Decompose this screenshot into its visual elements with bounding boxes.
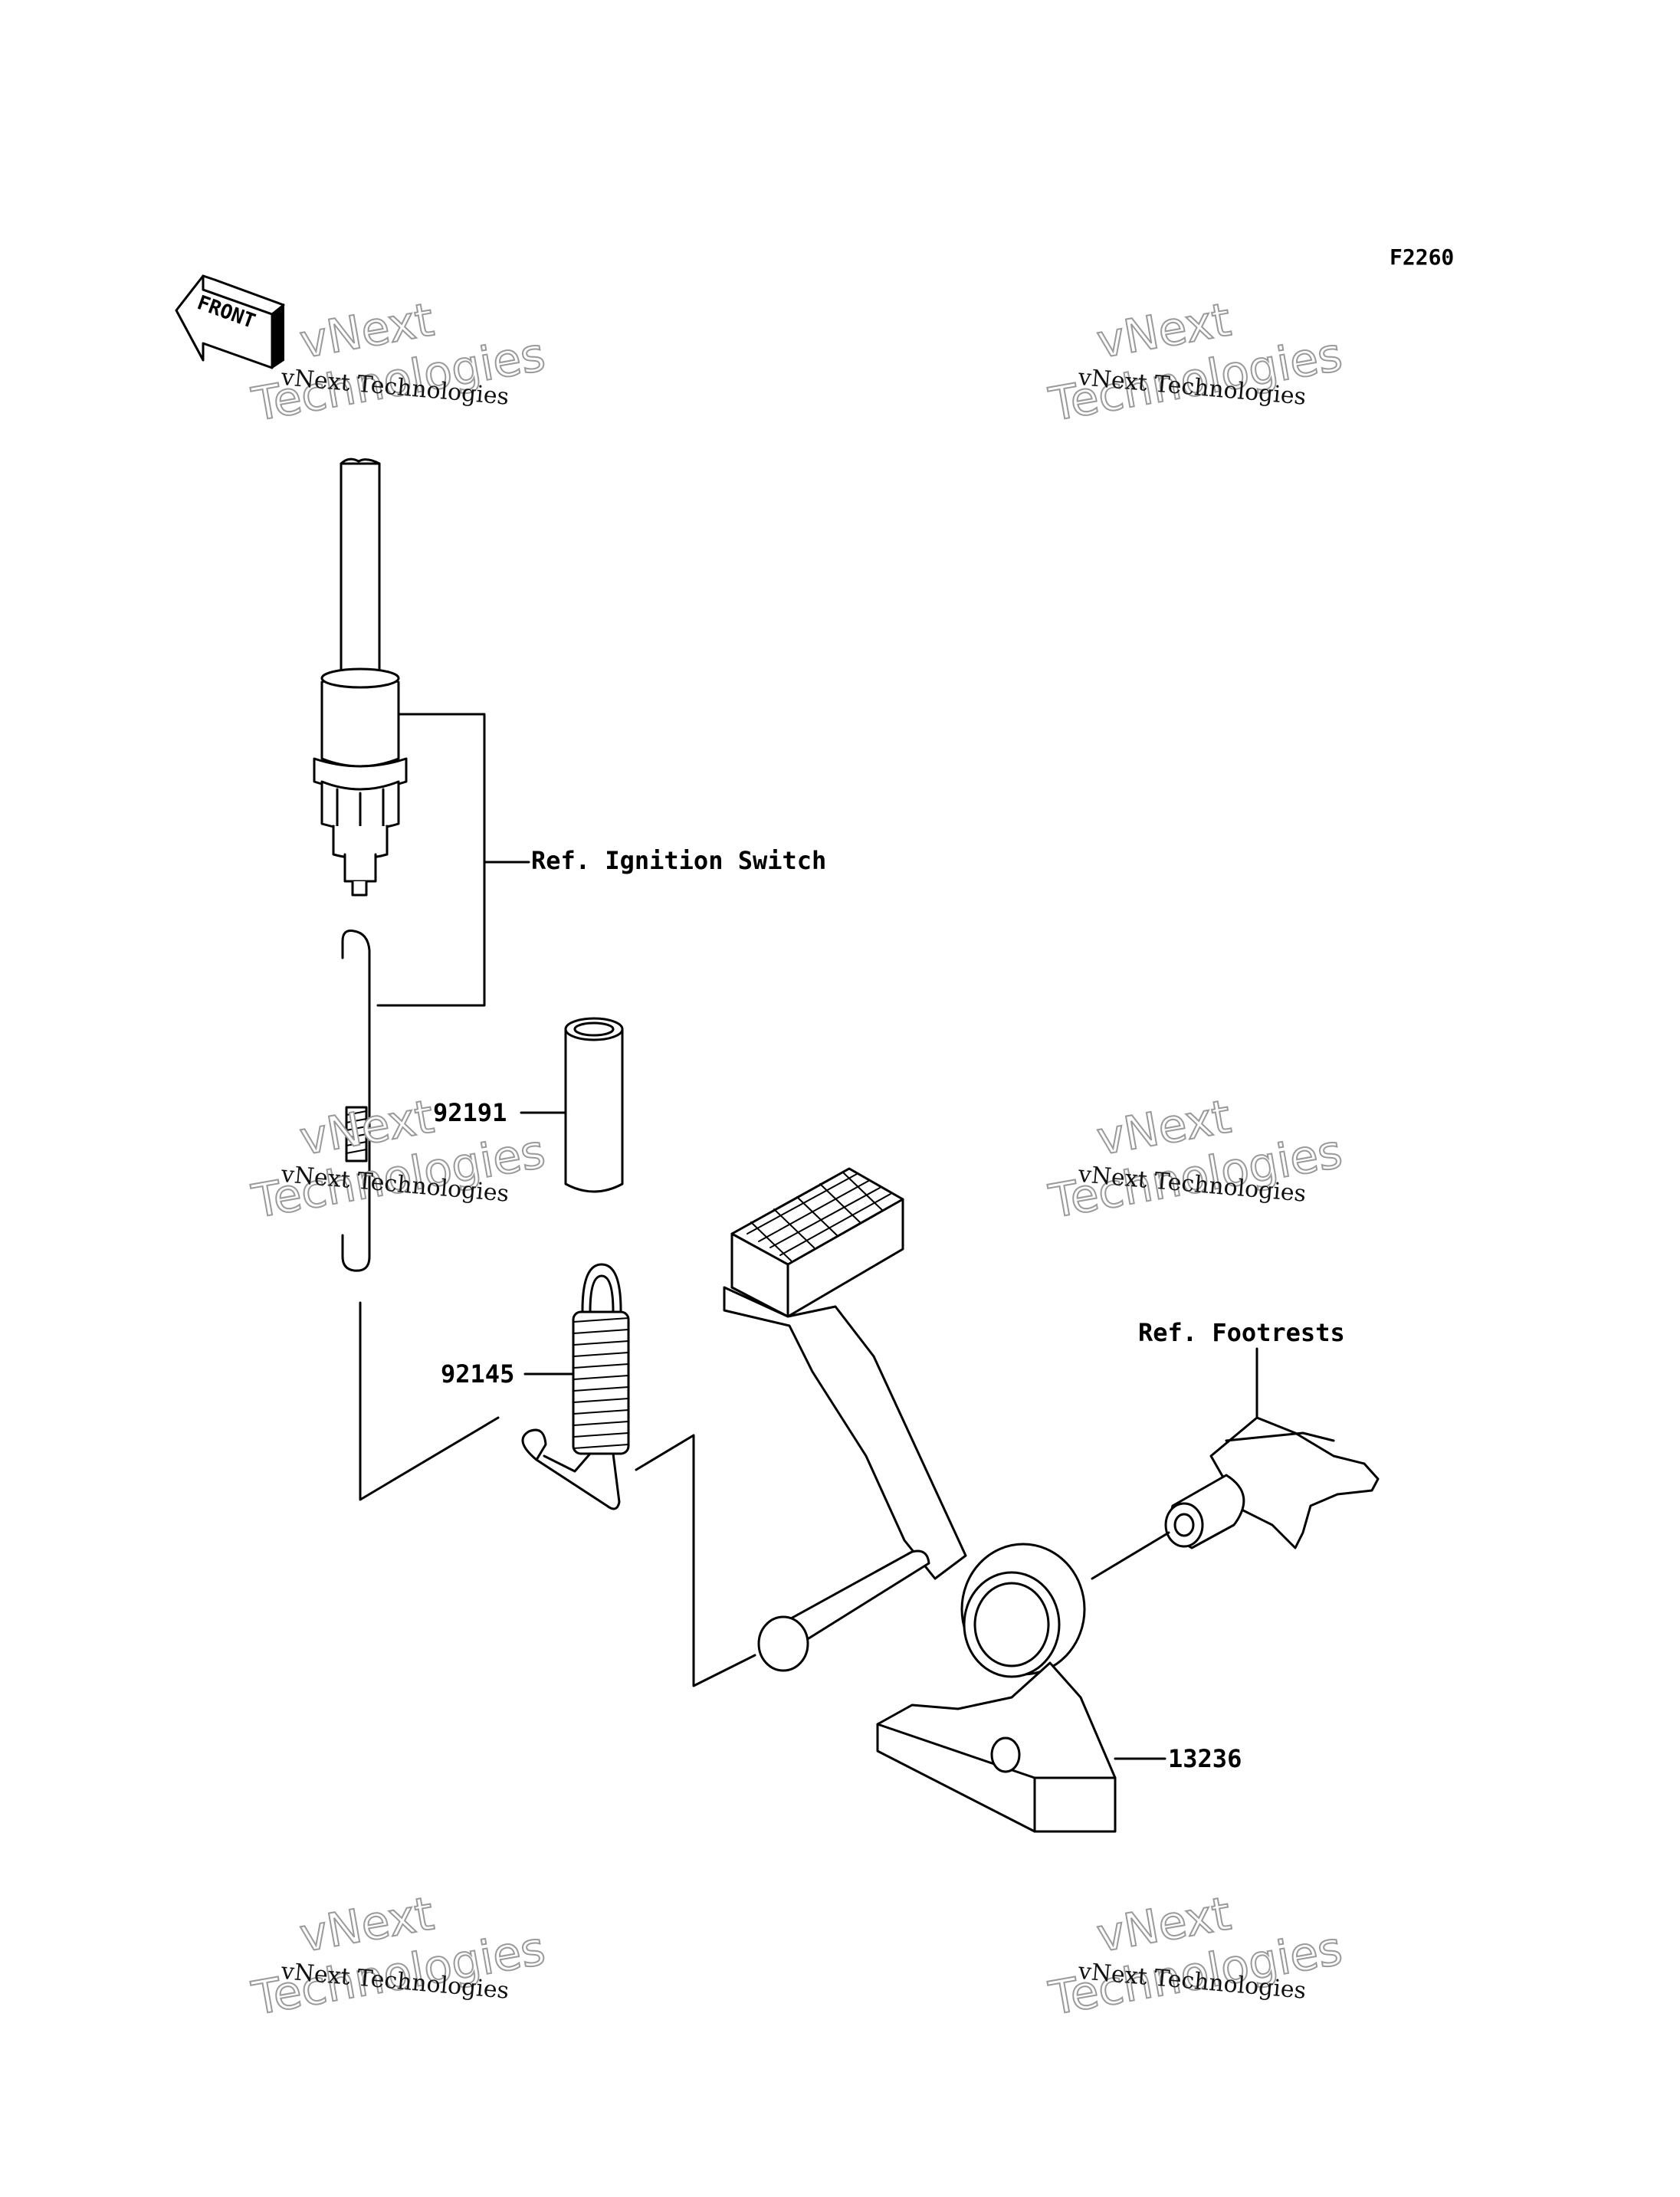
callout-13236: 13236 xyxy=(1168,1744,1242,1773)
front-arrow-icon: FRONT xyxy=(175,274,285,369)
svg-text:vNext: vNext xyxy=(296,1887,438,1963)
callout-ref-ignition-switch: Ref. Ignition Switch xyxy=(531,846,826,875)
sleeve-92191 xyxy=(564,1017,624,1193)
watermark: vNext Technologies vNext Technologies xyxy=(1045,292,1347,433)
spring-rod xyxy=(341,930,371,1272)
callout-92145: 92145 xyxy=(441,1359,514,1389)
callout-92191: 92191 xyxy=(433,1098,507,1127)
footrest-bracket xyxy=(1164,1416,1380,1549)
watermark: vNext Technologies vNext Technologies xyxy=(248,1886,550,2027)
callout-ref-footrests: Ref. Footrests xyxy=(1138,1318,1345,1347)
figure-code: F2260 xyxy=(1390,244,1454,270)
return-spring-92145 xyxy=(521,1263,630,1510)
brake-pedal-13236 xyxy=(723,1167,1117,1833)
watermark: vNext Technologies vNext Technologies xyxy=(248,292,550,433)
watermark: vNext Technologies vNext Technologies xyxy=(1045,1089,1347,1230)
brake-light-switch xyxy=(313,457,408,897)
assembly-zigzag-line xyxy=(359,1301,756,1687)
footrest-assembly-line xyxy=(1091,1531,1170,1580)
watermark: vNext Technologies vNext Technologies xyxy=(1045,1886,1347,2027)
ignition-bracket-line xyxy=(376,713,486,1007)
